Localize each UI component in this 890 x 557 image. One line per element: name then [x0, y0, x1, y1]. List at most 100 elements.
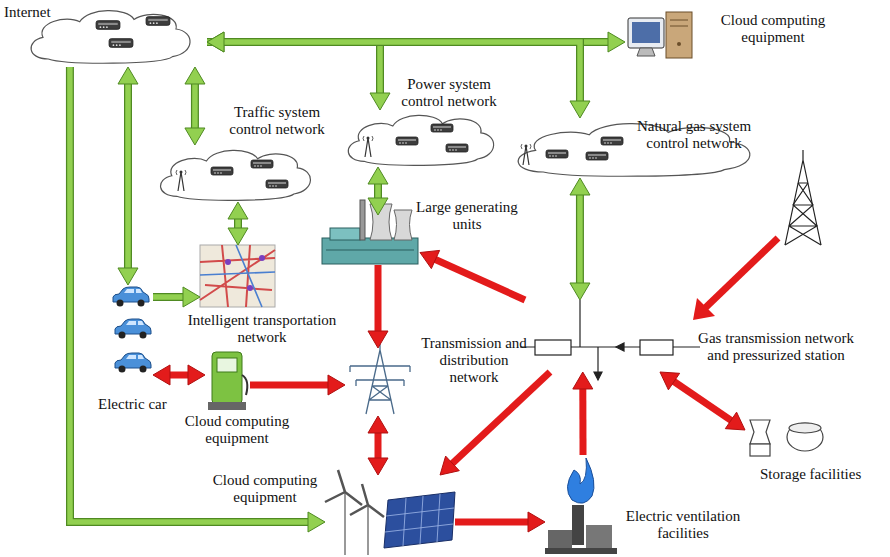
- internet-cloud: Internet: [22, 5, 207, 67]
- node-label: Storage facilities: [760, 466, 880, 483]
- flow-body: [374, 265, 381, 336]
- arrow-head: [368, 331, 388, 348]
- traffic-map-icon-part: [200, 245, 275, 307]
- control-network: Power system control network: [340, 110, 500, 167]
- link-outline: [219, 42, 580, 106]
- charging-pile-icon-part: [212, 352, 242, 404]
- arrow-head: [528, 512, 545, 532]
- link-body: [219, 42, 580, 106]
- gas-hub-pipes-part: [616, 343, 624, 351]
- arrow-head: [207, 32, 224, 52]
- router-icons-part: [96, 21, 120, 30]
- control-link: [153, 287, 200, 307]
- charging-pile-icon-part: [208, 402, 246, 410]
- power-plant-icon-part: [330, 228, 360, 240]
- router-icons-part: [586, 152, 608, 160]
- antenna-icons-part: [521, 144, 531, 165]
- cloud-computing-icon-part: [677, 42, 681, 46]
- arrow-head: [368, 198, 388, 215]
- node-label: Intelligent transportation network: [168, 312, 356, 346]
- cloud-computing-icon-part: [670, 26, 688, 27]
- arrow-head: [570, 101, 590, 118]
- network-clouds-part: [161, 150, 311, 200]
- arrow-head: [660, 372, 680, 390]
- node-label: Gas transmission network and pressurized…: [690, 330, 862, 364]
- storage-icons-part: [789, 423, 821, 433]
- charging-pile-icon-part: [217, 358, 237, 372]
- energy-flow: [420, 250, 525, 300]
- node-label: Cloud computing equipment: [178, 413, 296, 447]
- gas-facility-icon-part: [548, 530, 572, 550]
- flow-body: [670, 379, 735, 423]
- energy-flow: [368, 265, 388, 348]
- gas-facility: Electric ventilation facilities: [545, 455, 620, 555]
- link-body: [219, 42, 380, 98]
- storage-unit: Storage facilities: [745, 415, 830, 460]
- router-icons-part: [251, 160, 273, 168]
- energy-flow: [573, 372, 593, 455]
- arrow-head: [207, 32, 224, 52]
- control-link: [570, 178, 590, 300]
- traffic-map-icon-part: [247, 285, 253, 291]
- antenna-icons: [176, 136, 531, 191]
- generator-unit: Large generating units: [320, 215, 420, 265]
- network-clouds-part: [31, 11, 190, 64]
- renewable-icons-part: [367, 505, 368, 555]
- renewable-icons-part: [384, 492, 455, 548]
- network-clouds: [31, 11, 750, 201]
- arrow-head: [328, 375, 345, 395]
- router-icons-part: [266, 180, 288, 188]
- energy-flow: [153, 365, 205, 385]
- node-label: Internet: [4, 4, 74, 21]
- radio-tower-icon-part: [785, 150, 821, 245]
- router-icons-part: [396, 137, 418, 145]
- energy-flow: [368, 416, 388, 475]
- router-icons-part: [431, 124, 453, 132]
- gas-facility-icon: [545, 458, 617, 554]
- node-label: Power system control network: [393, 76, 505, 110]
- renewable-icons-part: [350, 484, 384, 517]
- antenna-icons-part: [176, 170, 186, 191]
- renewable-icons-part: [325, 470, 362, 505]
- electric-car-icons-part: [115, 353, 151, 373]
- arrow-head: [183, 287, 200, 307]
- router-icons-part: [446, 144, 468, 152]
- link-outline: [191, 79, 199, 133]
- antenna-icons-part: [363, 136, 373, 157]
- cloud-computing-icon-part: [666, 12, 692, 58]
- control-link: [185, 67, 205, 145]
- power-plant-icon-part: [322, 238, 418, 264]
- link-outline: [124, 79, 132, 273]
- flow-body: [431, 257, 525, 300]
- energy-flow: [250, 375, 345, 395]
- arrow-head: [440, 456, 459, 475]
- flow-body: [449, 372, 550, 467]
- arrow-head: [608, 32, 625, 52]
- computing-equipment: Cloud computing equipment: [625, 10, 695, 58]
- electric-car-icons-part: [113, 287, 149, 307]
- gas-hub-pipes-part: [579, 300, 580, 347]
- car-group: Electric car: [108, 285, 153, 377]
- arrow-head: [368, 416, 388, 433]
- control-link: [228, 202, 248, 245]
- transmission-tower-icon: [350, 344, 410, 414]
- arrow-head: [308, 512, 325, 532]
- traffic-map-icon: [200, 245, 275, 307]
- gas-hub-pipes-part: [535, 340, 571, 355]
- node-label: Electric ventilation facilities: [618, 508, 748, 542]
- gas-hub-pipes-part: [594, 372, 602, 380]
- gas-facility-icon-part: [572, 505, 584, 545]
- control-link: [368, 167, 388, 215]
- link-outline: [576, 190, 584, 288]
- arrow-head: [368, 167, 388, 184]
- arrow-head: [573, 372, 593, 389]
- arrow-head: [118, 268, 138, 285]
- traffic-map-icon-part: [259, 255, 265, 261]
- node-label: Traffic system control network: [220, 104, 334, 138]
- charging-pile-icon: [208, 352, 247, 410]
- router-icons-part: [211, 167, 233, 175]
- node-label: Transmission and distribution network: [416, 335, 532, 386]
- router-icons-part: [109, 39, 133, 48]
- renewable-icons-part: [344, 492, 345, 555]
